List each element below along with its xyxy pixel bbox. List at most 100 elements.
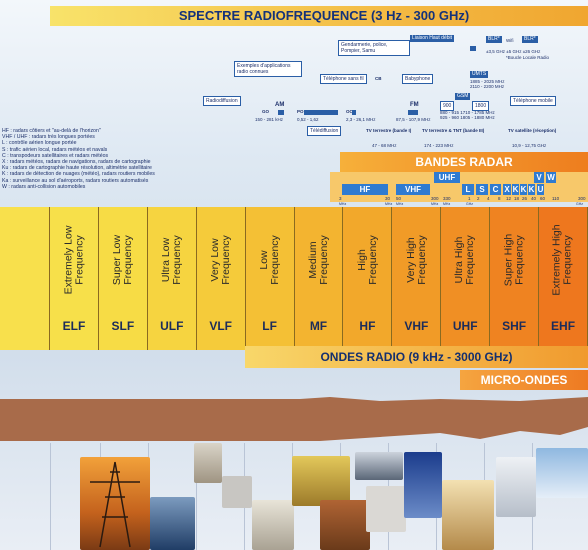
bar-po [304, 110, 338, 115]
scale-tick: 3 [339, 196, 342, 201]
wavelength-strip [0, 397, 588, 441]
page-title: SPECTRE RADIOFREQUENCE (3 Hz - 300 GHz) [178, 8, 470, 23]
label-blr-note: *Boucle Locale Radio [506, 55, 550, 60]
dish-photo [442, 480, 494, 550]
radar-box-l: L [462, 184, 474, 195]
radar-box-u: U [537, 184, 544, 195]
label-wifi: Wifi [506, 38, 514, 43]
device-photo [222, 476, 252, 508]
legend-line: HF : radars côtiers et "au-delà de l'hor… [2, 128, 101, 134]
radar-box-k3: K [528, 184, 535, 195]
label-liaison: Liaison Haut débit [410, 35, 455, 42]
gridline [50, 443, 51, 550]
band-abbr: UHF [452, 319, 478, 333]
scale-tick: 330 [443, 196, 451, 201]
frequency-scale: 3 30 50 300 330 1 2 4 8 12 18 26 40 60 1… [0, 196, 588, 212]
band-abbr: MF [309, 319, 328, 333]
radar-box-k2: K [520, 184, 527, 195]
label-blr-freqs: ±3,5 GHz ±5 GHz ±26 GHz [486, 49, 541, 54]
band-abbr: SHF [502, 319, 527, 333]
title-bar [50, 6, 588, 26]
radar-box-vhf: VHF [396, 184, 430, 195]
bar-fm [408, 110, 418, 115]
scale-tick: 12 [506, 196, 512, 201]
radar-box-v: V [534, 172, 544, 183]
label-umts-f1: 1885 - 2025 MHz [470, 79, 505, 84]
marker-liaison [470, 46, 476, 51]
submarine-photo [150, 497, 195, 550]
car-photo [355, 452, 403, 480]
band-abbr: ULF [160, 319, 184, 333]
label-tvsat-f: 10,9 - 12,75 GHz [512, 143, 547, 148]
scale-tick: 300 [578, 196, 586, 201]
label-tv3: TV terrestre & TNT (bande III) [422, 128, 485, 133]
radar-box-uhf: UHF [434, 172, 460, 183]
scale-tick: 300 [431, 196, 439, 201]
label-telediffusion: Télédiffusion [307, 126, 342, 136]
appliance-photo [252, 500, 294, 550]
label-am: AM [275, 102, 285, 108]
label-tv1: TV terrestre (bande I) [366, 128, 412, 133]
band-abbr: LF [262, 319, 277, 333]
scale-tick: 26 [522, 196, 528, 201]
legend-line: X : radars météos, radars de navigations… [2, 159, 151, 166]
label-po: PO [297, 109, 304, 114]
label-telephone-mobile: Téléphone mobile [510, 96, 556, 106]
legend-line: Ku : radars de cartographie haute résolu… [2, 165, 152, 172]
label-po-f: 0,52 - 1,62 [297, 117, 319, 122]
radio-photo [292, 456, 350, 506]
scale-tick: 2 [477, 196, 480, 201]
band-abbr: EHF [551, 319, 576, 333]
microwave-photo [496, 457, 536, 517]
bar-go [278, 110, 284, 115]
scale-tick: 1 [468, 196, 471, 201]
label-babyphone: Babyphone [402, 74, 434, 84]
band-abbr: SLF [111, 319, 135, 333]
label-gsm: GSM [455, 93, 471, 100]
label-telephone: Téléphone sans fil [320, 74, 367, 84]
radar-box-w: W [546, 172, 556, 183]
radar-box-s: S [476, 184, 488, 195]
scale-unit: MHz [385, 202, 393, 206]
ondes-radio-bar: ONDES RADIO (9 kHz - 3000 GHz) [245, 346, 588, 368]
legend-line: C : transpodeurs satellitaires et radars… [2, 152, 109, 159]
radar-box-c: C [490, 184, 501, 195]
scale-tick: 60 [540, 196, 546, 201]
scale-unit: GHz [466, 202, 473, 206]
band-abbr: VHF [404, 319, 429, 333]
scale-tick: 30 [385, 196, 391, 201]
label-exemples: Exemples d'applications radio connues [234, 61, 302, 77]
scale-unit: GHz [576, 202, 583, 206]
scale-unit: MHz [396, 202, 404, 206]
band-abbr: VLF [209, 319, 232, 333]
legend-line: VHF / UHF : radars très longues portées [2, 134, 95, 141]
label-gendarmerie: Gendarmerie, police, Pompier, Samu [338, 40, 410, 56]
computer-photo [366, 486, 406, 532]
label-oc-f: 2,3 - 26,1 MHz [346, 117, 376, 122]
radar-legend: HF : radars côtiers et "au-delà de l'hor… [2, 128, 362, 190]
legend-line: W : radars anti-collision automobiles [2, 183, 86, 190]
radar-box-k1: K [512, 184, 519, 195]
label-tvsat: TV satellite (réception) [508, 128, 557, 133]
